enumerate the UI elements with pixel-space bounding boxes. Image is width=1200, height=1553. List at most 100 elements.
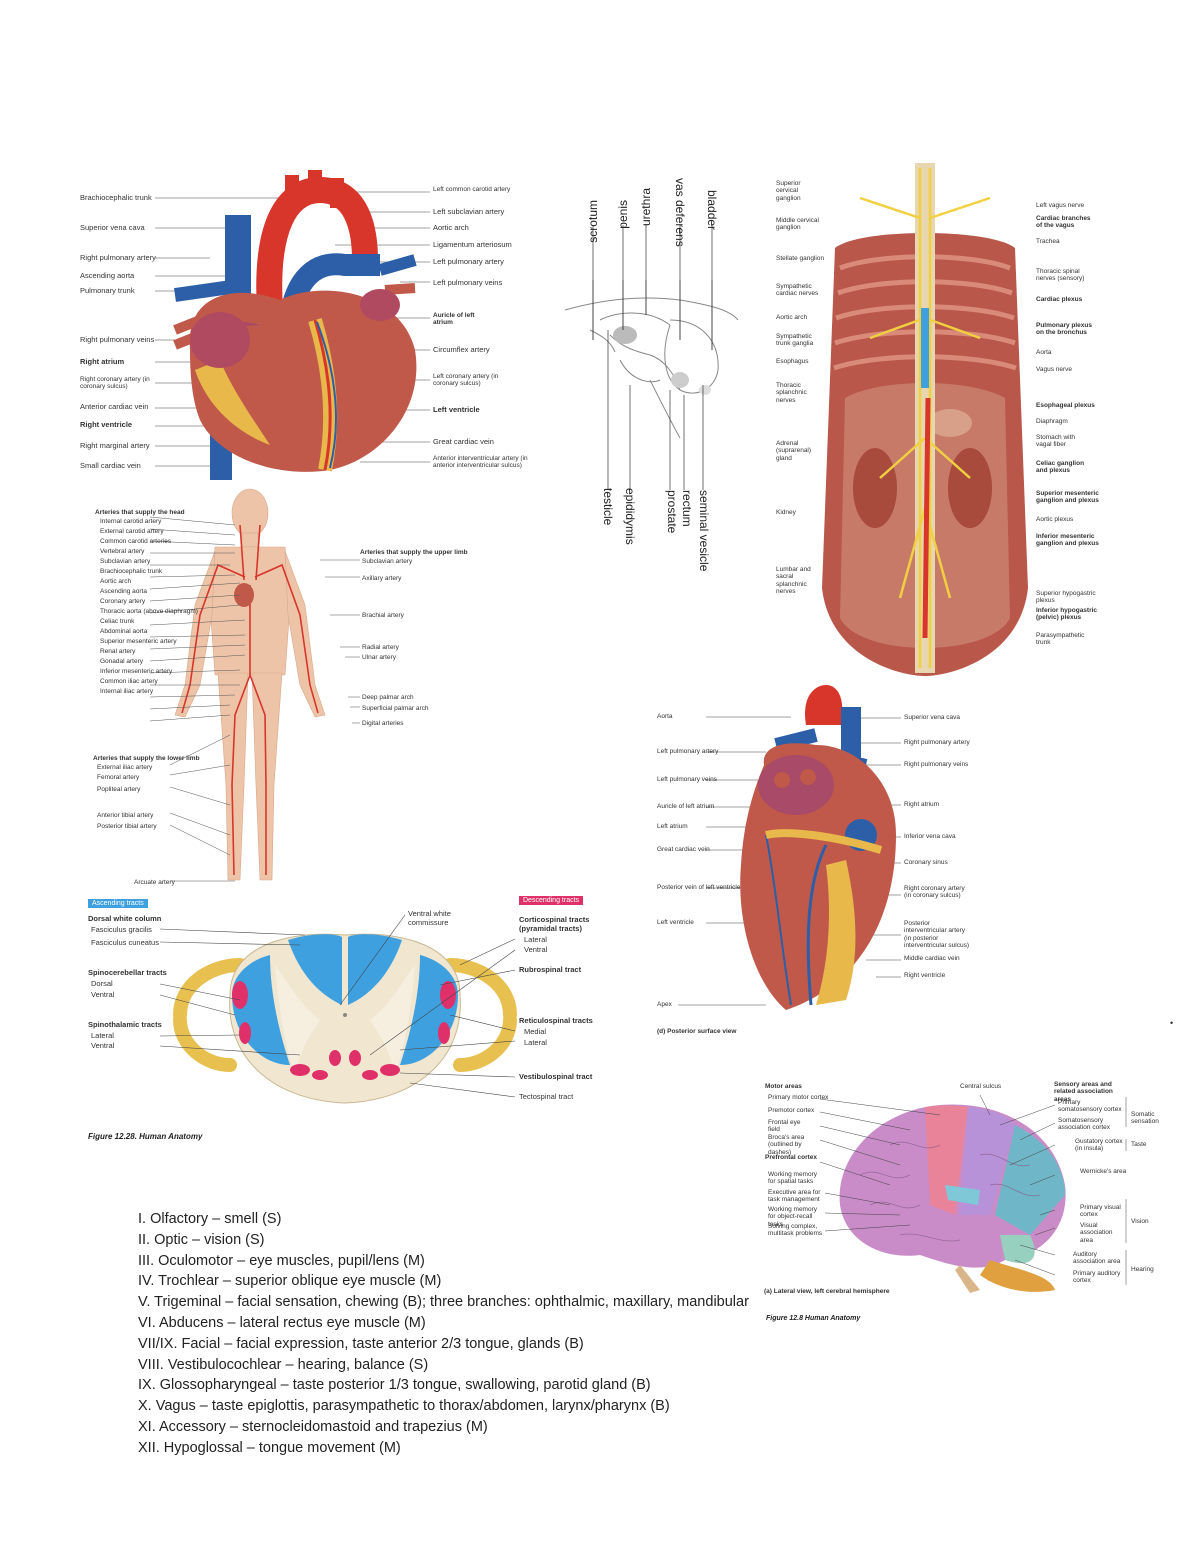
cranial-nerve-item: XI. Accessory – sternocleidomastoid and …	[138, 1418, 488, 1435]
autonomic-left-label: Adrenal (suprarenal) gland	[776, 440, 812, 462]
heart-anterior-left-label: Superior vena cava	[80, 223, 145, 232]
heart-anterior-right-label: Left ventricle	[433, 405, 480, 414]
brain-left-label: Motor areas	[765, 1083, 802, 1090]
heart-posterior-left-label: Left atrium	[657, 823, 688, 830]
pelvis-bottom-label: testicle	[601, 488, 615, 526]
arteries-right-label: Radial artery	[362, 644, 399, 651]
brain-right-label: Visual association area	[1080, 1222, 1113, 1244]
arteries-right-label: Superficial palmar arch	[362, 705, 429, 712]
spinal-left-label: Lateral	[91, 1031, 114, 1040]
heart-posterior-right-label: Superior vena cava	[904, 714, 961, 721]
brain-left-label: Executive area for task management	[768, 1189, 821, 1204]
brain-right-label: Wernicke's area	[1080, 1168, 1127, 1175]
spinal-right-label: Lateral	[524, 1038, 547, 1047]
heart-posterior-left-label: Posterior vein of left ventricle	[657, 884, 741, 891]
pelvis-top-label: scrotum	[586, 200, 600, 243]
heart-anterior-right-label: Left coronary artery (in coronary sulcus…	[433, 373, 499, 388]
pelvis-leaders	[560, 225, 740, 555]
brain-left-label: Broca's area (outlined by dashes)	[768, 1134, 805, 1156]
spinal-left-label: Fasciculus gracilis	[91, 925, 152, 934]
heart-posterior-caption: (d) Posterior surface view	[657, 1028, 737, 1035]
autonomic-right-label: Celiac ganglion and plexus	[1036, 460, 1085, 475]
spinal-right-label: Ventral white commissure	[408, 909, 451, 927]
heart-posterior-right-label: Middle cardiac vein	[904, 955, 960, 962]
spinal-left-label: Spinocerebellar tracts	[88, 968, 167, 977]
pelvis-top-label: penis	[616, 200, 630, 229]
brain-left-label: Prefrontal cortex	[765, 1154, 818, 1161]
brain-left-label: Working memory for object-recall tasks	[768, 1206, 818, 1228]
autonomic-left-label: Kidney	[776, 509, 796, 516]
heart-posterior-left-label: Auricle of left atrium	[657, 803, 715, 810]
spinal-right-label: Corticospinal tracts (pyramidal tracts)	[519, 915, 590, 933]
heart-posterior-right-label: Right ventricle	[904, 972, 946, 979]
heart-anterior-left-label: Right pulmonary artery	[80, 253, 156, 262]
heart-posterior-right-label: Right atrium	[904, 801, 940, 808]
brain-figure	[830, 1095, 1080, 1295]
brain-left-label: Solving complex, multitask problems	[768, 1223, 823, 1238]
arteries-left-label: Ascending aorta	[100, 588, 147, 595]
arteries-left-label: Common iliac artery	[100, 678, 158, 685]
arteries-right-label: Deep palmar arch	[362, 694, 414, 701]
heart-posterior-left-label: Apex	[657, 1001, 672, 1008]
cranial-nerve-item: I. Olfactory – smell (S)	[138, 1211, 282, 1227]
brain-leaders	[760, 1085, 1160, 1295]
heart-anterior-right-label: Auricle of left atrium	[433, 312, 475, 327]
autonomic-right-label: Inferior mesenteric ganglion and plexus	[1036, 533, 1099, 548]
arteries-figure	[140, 485, 360, 890]
autonomic-right-label: Aortic plexus	[1036, 516, 1074, 523]
heart-posterior-figure	[656, 685, 976, 1025]
heart-anterior-left-label: Pulmonary trunk	[80, 286, 135, 295]
autonomic-left-label: Esophagus	[776, 358, 809, 365]
brain-leader-lines	[819, 1094, 1127, 1285]
heart-anterior-right-label: Circumflex artery	[433, 345, 490, 354]
spinal-right-label: Rubrospinal tract	[519, 965, 582, 974]
spinal-right-label: Vestibulospinal tract	[519, 1072, 593, 1081]
arteries-left-label: Inferior mesenteric artery	[100, 668, 173, 675]
arteries-leg-label: Popliteal artery	[97, 786, 141, 793]
spinal-right-label: Tectospinal tract	[519, 1092, 574, 1101]
arteries-leg-label: Anterior tibial artery	[97, 812, 154, 819]
spinal-left-label: Spinothalamic tracts	[88, 1020, 162, 1029]
heart-posterior-left-label: Left pulmonary artery	[657, 748, 719, 755]
brain-right-label: Auditory association area	[1073, 1251, 1121, 1266]
brain-right-label: Primary visual cortex	[1080, 1204, 1121, 1219]
arteries-left-label: Coronary artery	[100, 598, 146, 605]
arteries-right-label: Brachial artery	[362, 612, 404, 619]
heart-anterior-right-label: Aortic arch	[433, 223, 469, 232]
spinal-cord-caption: Figure 12.28. Human Anatomy	[88, 1132, 203, 1141]
brain-side-label: Taste	[1131, 1141, 1147, 1148]
arteries-left-label: Thoracic aorta (above diaphragm)	[100, 608, 198, 615]
heart-anterior-right-label: Left common carotid artery	[433, 186, 511, 193]
arteries-left-label: Superior mesenteric artery	[100, 638, 177, 645]
spinal-cord-leaders	[160, 905, 520, 1105]
spinal-cord-figure	[170, 925, 520, 1105]
heart-posterior-left-label: Aorta	[657, 713, 673, 720]
cranial-nerve-item: VI. Abducens – lateral rectus eye muscle…	[138, 1314, 426, 1331]
brain-right-label: Gustatory cortex (in insula)	[1075, 1138, 1123, 1153]
cranial-nerve-item: IX. Glossopharyngeal – taste posterior 1…	[138, 1377, 651, 1394]
autonomic-left-label: Superior cervical ganglion	[776, 180, 801, 202]
spinal-left-label: Ventral	[91, 990, 115, 999]
pelvis-bottom-label: epididymis	[623, 488, 637, 545]
autonomic-illustration	[820, 158, 1030, 678]
pelvis-top-label: vas deferens	[673, 178, 687, 247]
pelvis-top-label: bladder	[705, 190, 719, 231]
heart-anterior-left-label: Right pulmonary veins	[80, 335, 155, 344]
brain-top-label: Central sulcus	[960, 1083, 1002, 1090]
brain-left-label: Primary motor cortex	[768, 1094, 829, 1101]
arteries-left-label: Celiac trunk	[100, 618, 135, 625]
arteries-leader-lines	[149, 516, 360, 882]
arteries-right-label: Subclavian artery	[362, 558, 413, 565]
arteries-left-label: Subclavian artery	[100, 558, 151, 565]
spinal-right-label: Lateral	[524, 935, 547, 944]
arteries-right-label: Axillary artery	[362, 575, 402, 582]
autonomic-right-label: Diaphragm	[1036, 418, 1068, 425]
spinal-left-label: Ventral	[91, 1041, 115, 1050]
heart-anterior-illustration	[155, 170, 430, 480]
autonomic-right-label: Esophageal plexus	[1036, 402, 1095, 409]
brain-left-label: Working memory for spatial tasks	[768, 1171, 818, 1186]
brain-side-label: Somatic sensation	[1131, 1111, 1159, 1126]
autonomic-left-label: Thoracic splanchnic nerves	[776, 382, 807, 404]
brain-illustration	[839, 1104, 1066, 1293]
autonomic-right-label: Thoracic spinal nerves (sensory)	[1036, 268, 1085, 283]
